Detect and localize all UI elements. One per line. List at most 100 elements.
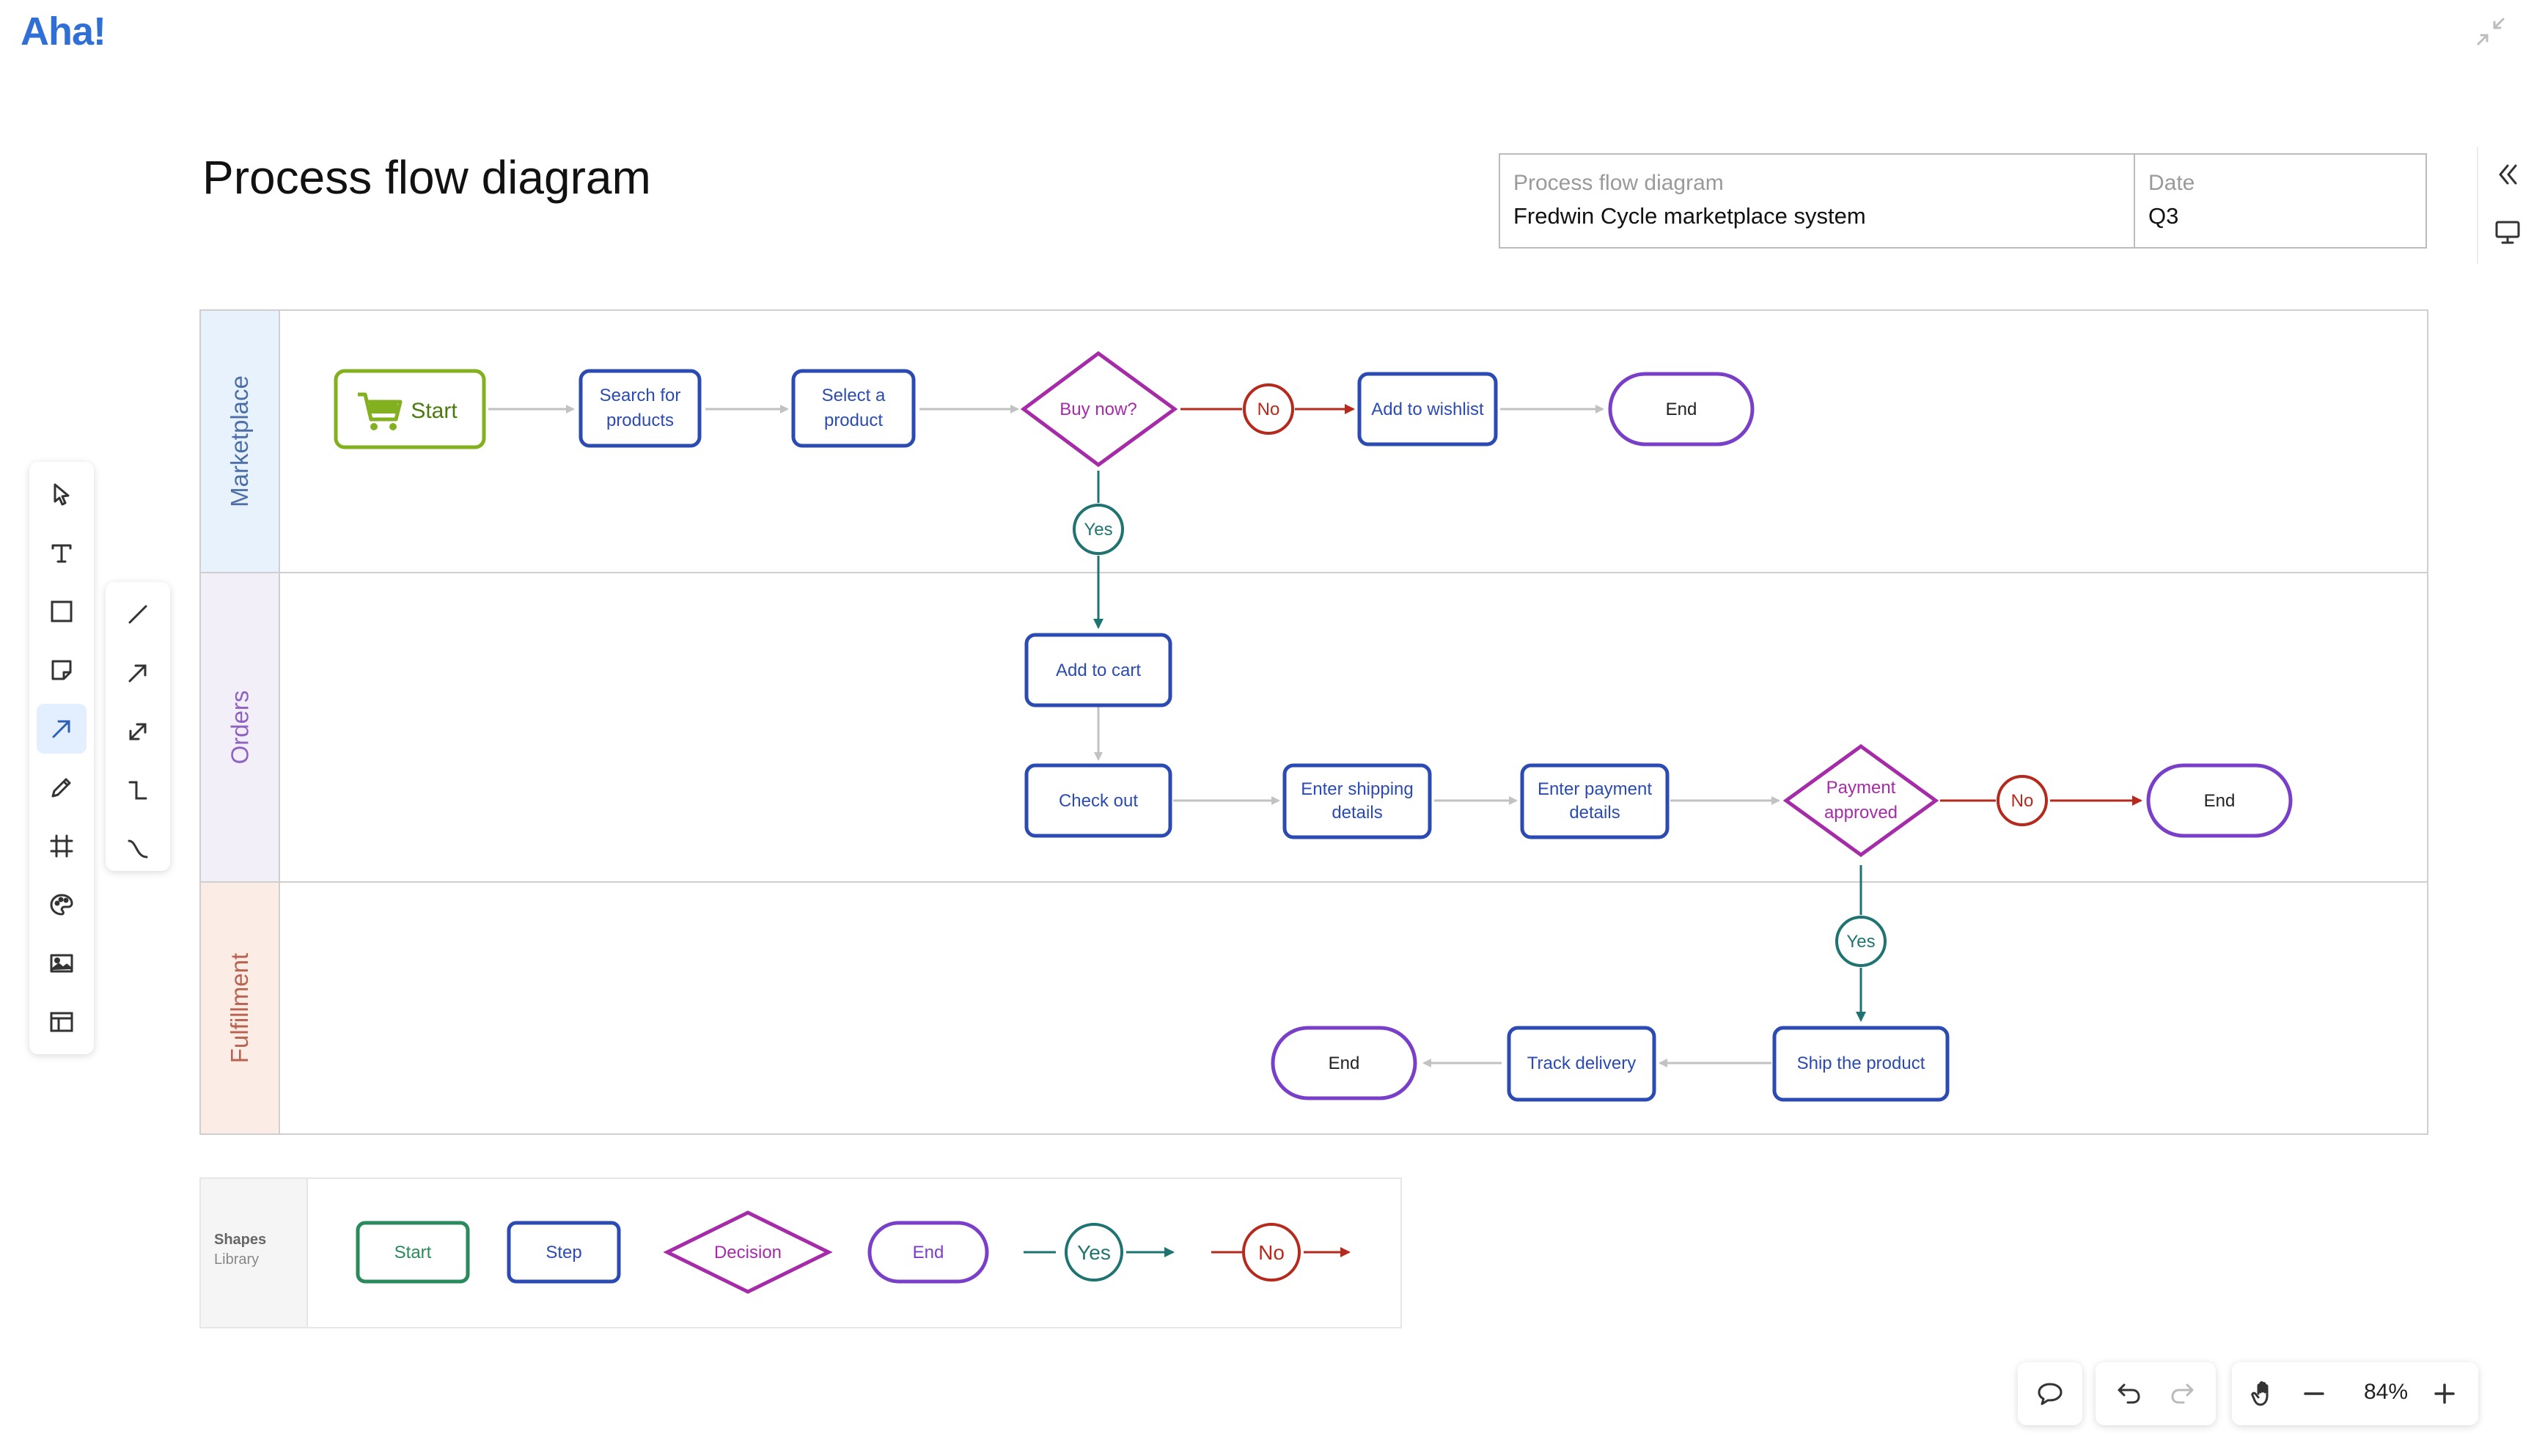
legend-start-shape[interactable]: Start — [356, 1221, 470, 1284]
shapes-library-header: Shapes Library — [201, 1179, 308, 1327]
app-logo[interactable]: Aha! — [21, 10, 106, 54]
decision-label: Payment — [1826, 778, 1896, 798]
end-node[interactable]: End — [1271, 1026, 1417, 1100]
yes-label: Yes — [1084, 520, 1112, 540]
step-label: details — [1332, 803, 1382, 823]
template-icon[interactable] — [37, 997, 87, 1047]
legend-end-shape[interactable]: End — [867, 1221, 989, 1284]
right-rail — [2477, 147, 2534, 264]
end-node[interactable]: End — [1608, 372, 1755, 446]
redo-icon[interactable] — [2166, 1378, 2198, 1410]
exit-fullscreen-icon[interactable] — [2472, 13, 2509, 50]
connector-toolbar — [106, 582, 170, 871]
page-title[interactable]: Process flow diagram — [202, 151, 651, 204]
yes-badge[interactable]: Yes — [1073, 504, 1124, 555]
zoom-out-icon[interactable] — [2298, 1378, 2330, 1410]
shapes-library-subtitle: Library — [214, 1251, 260, 1268]
legend-label: Step — [546, 1243, 581, 1262]
step-search-products[interactable]: Search for products — [579, 369, 702, 448]
palette-icon[interactable] — [37, 880, 87, 930]
legend-label: No — [1258, 1241, 1285, 1264]
step-select-product[interactable]: Select a product — [791, 369, 916, 448]
yes-label: Yes — [1846, 932, 1875, 952]
sticky-note-icon[interactable] — [37, 645, 87, 695]
collapse-panel-icon[interactable] — [2491, 158, 2524, 191]
end-label: End — [2204, 791, 2236, 811]
step-label: Enter payment — [1538, 779, 1652, 799]
end-node[interactable]: End — [2146, 763, 2293, 838]
title-block-cell-date: Date Q3 — [2135, 155, 2425, 247]
arrow-icon[interactable] — [37, 704, 87, 754]
end-label: End — [1666, 400, 1697, 419]
step-label: product — [824, 411, 883, 430]
lane-divider — [201, 572, 2427, 573]
legend-no-connector[interactable]: No — [1211, 1223, 1351, 1282]
single-arrow-icon[interactable] — [113, 648, 163, 698]
decision-buy-now[interactable]: Buy now? — [1020, 350, 1178, 468]
lane-header-marketplace[interactable]: Marketplace — [201, 311, 280, 572]
select-icon[interactable] — [37, 469, 87, 519]
step-enter-shipping[interactable]: Enter shipping details — [1282, 763, 1432, 839]
legend-label: Start — [394, 1243, 432, 1262]
start-label: Start — [411, 399, 458, 423]
legend-decision-shape[interactable]: Decision — [663, 1210, 833, 1294]
no-label: No — [2011, 791, 2034, 811]
frame-icon[interactable] — [37, 821, 87, 871]
history-group — [2096, 1362, 2216, 1425]
step-label: Enter shipping — [1301, 779, 1413, 799]
step-label: Select a — [822, 386, 886, 405]
lane-marketplace: Marketplace — [201, 311, 2427, 572]
lane-divider — [201, 881, 2427, 883]
lane-fulfillment: Fulfillment — [201, 883, 2427, 1133]
shapes-library-title: Shapes — [214, 1232, 267, 1248]
no-badge[interactable]: No — [1997, 775, 2048, 826]
lane-orders: Orders — [201, 573, 2427, 881]
step-ship-product[interactable]: Ship the product — [1772, 1026, 1950, 1102]
comment-group — [2018, 1362, 2082, 1425]
step-add-to-wishlist[interactable]: Add to wishlist — [1357, 372, 1498, 446]
title-block-date-value: Q3 — [2148, 203, 2179, 229]
title-block-label: Process flow diagram — [1513, 171, 1724, 195]
cart-icon — [358, 392, 403, 430]
rectangle-icon[interactable] — [37, 587, 87, 636]
lane-header-fulfillment[interactable]: Fulfillment — [201, 883, 280, 1133]
lane-header-orders[interactable]: Orders — [201, 573, 280, 881]
elbow-connector-icon[interactable] — [113, 765, 163, 815]
step-label: Track delivery — [1527, 1054, 1636, 1073]
line-icon[interactable] — [113, 589, 163, 639]
swimlane-container: Marketplace Orders Fulfillment — [199, 309, 2428, 1135]
image-icon[interactable] — [37, 938, 87, 988]
text-icon[interactable] — [37, 528, 87, 578]
title-block-date-label: Date — [2148, 171, 2195, 195]
pen-icon[interactable] — [37, 762, 87, 812]
step-track-delivery[interactable]: Track delivery — [1507, 1026, 1656, 1102]
yes-badge[interactable]: Yes — [1835, 916, 1887, 967]
title-block[interactable]: Process flow diagram Fredwin Cycle marke… — [1499, 153, 2427, 249]
legend-label: End — [913, 1243, 944, 1262]
step-label: products — [606, 411, 674, 430]
zoom-in-icon[interactable] — [2428, 1378, 2461, 1410]
no-label: No — [1257, 400, 1280, 419]
step-enter-payment[interactable]: Enter payment details — [1520, 763, 1670, 839]
curved-connector-icon[interactable] — [113, 824, 163, 874]
present-icon[interactable] — [2491, 216, 2524, 248]
step-check-out[interactable]: Check out — [1024, 763, 1172, 838]
zoom-group: 84% — [2232, 1362, 2478, 1425]
zoom-level[interactable]: 84% — [2364, 1380, 2409, 1404]
decision-payment-approved[interactable]: Payment approved — [1782, 743, 1939, 858]
comment-icon[interactable] — [2034, 1378, 2066, 1410]
start-node[interactable]: Start — [334, 369, 486, 449]
undo-icon[interactable] — [2113, 1378, 2145, 1410]
legend-label: Decision — [714, 1243, 782, 1262]
drawing-toolbar — [29, 462, 94, 1054]
no-badge[interactable]: No — [1243, 383, 1294, 435]
legend-yes-connector[interactable]: Yes — [1024, 1223, 1175, 1282]
step-label: details — [1569, 803, 1620, 823]
decision-label: Buy now? — [1059, 400, 1136, 419]
step-label: Search for — [600, 386, 681, 405]
legend-step-shape[interactable]: Step — [507, 1221, 621, 1284]
double-arrow-icon[interactable] — [113, 707, 163, 757]
hand-icon[interactable] — [2248, 1378, 2280, 1410]
step-add-to-cart[interactable]: Add to cart — [1024, 633, 1172, 707]
